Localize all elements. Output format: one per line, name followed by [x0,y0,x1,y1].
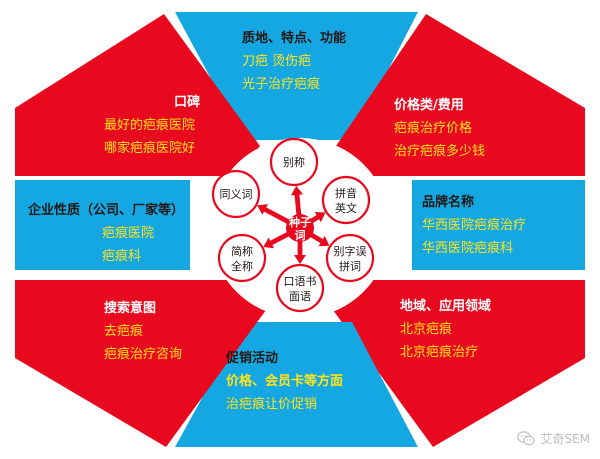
segment-right-text: 品牌名称 华西医院疤痕治疗 华西医院疤痕科 [422,192,526,260]
hub-alias-label-1: 别称 [283,155,305,169]
segment-top-left-text: 口碑 最好的疤痕医院 哪家疤痕医院好 [104,92,200,160]
segment-right-shape [412,180,585,270]
segment-bottom-right-line-2: 北京疤痕治疗 [400,344,479,360]
segment-bottom-left-line-1: 去疤痕 [104,323,144,339]
hub-typo-label-1: 别字误 [334,244,367,258]
wechat-icon [517,431,536,446]
segment-right-line-1: 华西医院疤痕治疗 [422,217,527,233]
segment-top-left-title: 口碑 [174,95,201,110]
segment-bottom-right-line-1: 北京疤痕 [400,321,453,337]
segment-top-right-line-1: 疤痕治疗价格 [394,120,473,136]
hub-pinyin-english-label-2: 英文 [335,201,357,215]
segment-left-line-2: 疤痕科 [102,248,142,264]
hub-abbrev-label-2: 全称 [231,259,253,273]
segment-top-text: 质地、特点、功能 刀疤 烫伤疤 光子治疗疤痕 [242,28,346,96]
segment-top-left-line-1: 最好的疤痕医院 [104,117,196,133]
arrow-to-colloquial [294,236,306,264]
segment-bottom-left-title: 搜索意图 [104,301,157,316]
hub-synonym-label-1: 同义词 [220,188,253,201]
segment-top-right-shape [336,14,585,176]
watermark: 艾奇SEM [517,430,590,447]
segment-bottom-line-2: 治疤痕让价促销 [226,396,318,412]
segment-top-right-title: 价格类/费用 [394,98,464,113]
segment-bottom-right-shape [333,280,585,447]
center-label-2: 词 [295,229,306,242]
segment-bottom-right-title: 地域、应用领域 [400,299,492,314]
segment-bottom-shape [175,322,418,447]
segment-top-left-line-2: 哪家疤痕医院好 [104,140,196,156]
segment-bottom-text: 促销活动 价格、会员卡等方面 治疤痕让价促销 [226,348,343,416]
segment-top-title: 质地、特点、功能 [242,31,347,46]
segment-right-title: 品牌名称 [422,195,475,210]
watermark-text: 艾奇SEM [540,432,590,446]
segment-right-line-2: 华西医院疤痕科 [422,240,514,256]
segments-layer [15,12,585,447]
hub-pinyin-english-circle [321,175,371,225]
hub-synonym: 同义词 [211,169,261,219]
segment-top-shape [175,12,418,140]
hub-typo-label-2: 拼词 [339,259,361,273]
arrow-to-alias [291,185,303,221]
hub-abbrev-label-1: 简称 [231,244,253,258]
segment-top-left-shape [15,14,260,176]
segment-bottom-left-line-2: 疤痕治疗咨询 [104,346,183,362]
arrow-to-synonym [257,204,295,227]
hub-synonym-circle [211,169,261,219]
segment-left-text: 企业性质（公司、厂家等） 疤痕医院 疤痕科 [28,200,184,268]
segment-bottom-title: 促销活动 [226,351,279,366]
center-layer: 种子词 [286,214,314,242]
segment-left-title: 企业性质（公司、厂家等） [28,203,185,218]
segment-top-line-1: 刀疤 烫伤疤 [242,53,312,69]
segment-bottom-left-shape [15,280,266,447]
hub-colloquial-circle [275,263,325,313]
hub-pinyin-english-label-1: 拼音 [335,186,357,200]
center-badge [286,214,314,242]
segment-left-shape [15,180,190,270]
arrow-to-abbrev [263,229,294,249]
segment-left-line-1: 疤痕医院 [102,225,155,241]
center-label-1: 种子 [288,215,311,229]
hub-typo-circle [325,233,375,283]
hub-alias-circle [269,137,319,187]
segment-bottom-right-text: 地域、应用领域 北京疤痕 北京疤痕治疗 [400,296,491,364]
hub-abbrev-circle [217,233,267,283]
segment-top-right-line-2: 治疗疤痕多少钱 [394,143,486,159]
hub-colloquial-label-2: 面语 [289,290,311,303]
segment-bottom-left-text: 搜索意图 去疤痕 疤痕治疗咨询 [104,298,182,366]
segment-top-right-text: 价格类/费用 疤痕治疗价格 治疗疤痕多少钱 [394,95,485,163]
segment-bottom-line-1: 价格、会员卡等方面 [226,373,344,389]
hub-alias: 别称 [269,137,319,187]
hub-colloquial-label-1: 口语书 [284,275,317,288]
segment-top-line-2: 光子治疗疤痕 [242,76,321,92]
